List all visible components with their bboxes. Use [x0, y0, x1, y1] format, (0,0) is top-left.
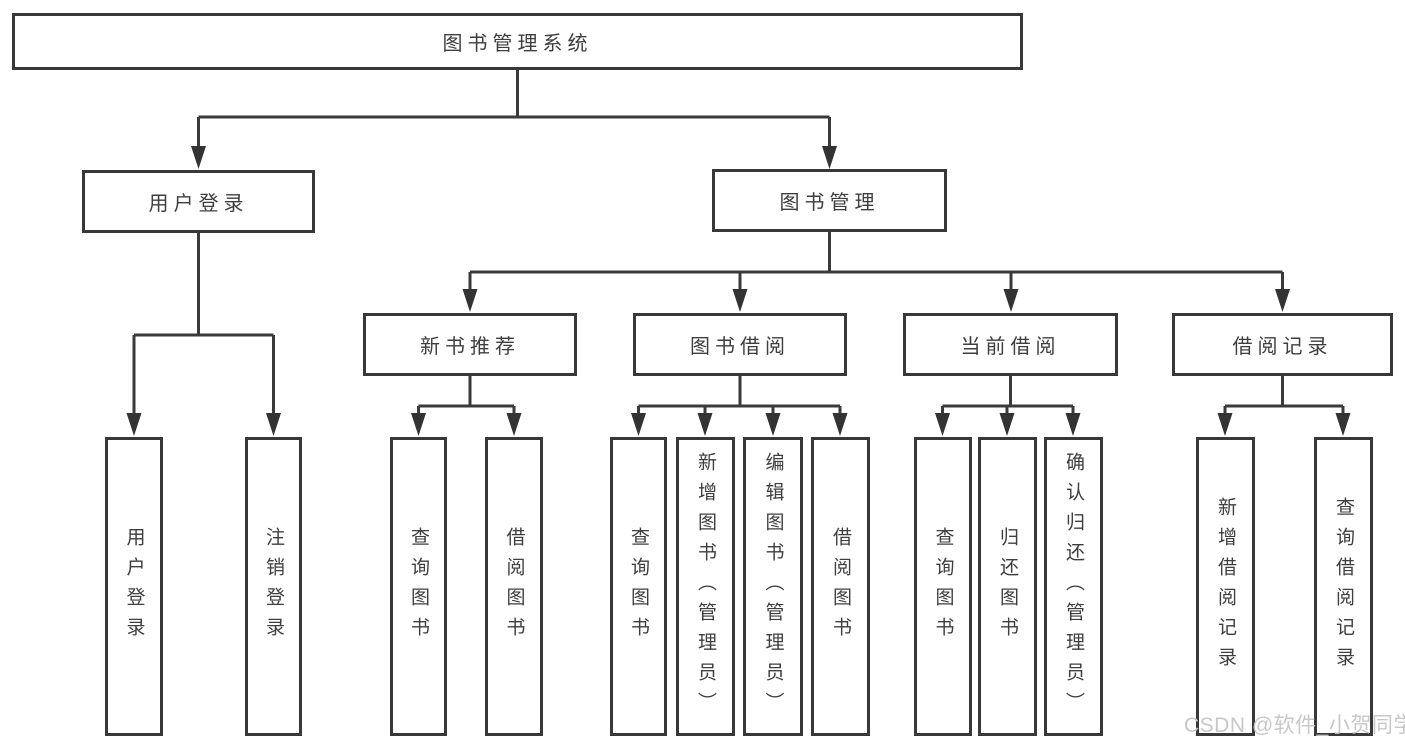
leaf-query-book-1: 查询图书 — [390, 437, 447, 736]
leaf-edit-book-label: 编辑图书（管理员） — [762, 451, 784, 722]
leaf-query-book-3-label: 查询图书 — [932, 526, 954, 647]
leaf-add-book-label: 新增图书（管理员） — [695, 451, 716, 722]
node-borrow-records-label: 借阅记录 — [1232, 336, 1333, 358]
node-user-login-label: 用户登录 — [148, 193, 249, 215]
connector-root-to-level2 — [191, 69, 837, 169]
node-book-borrow-label: 图书借阅 — [690, 336, 790, 358]
node-current-borrow-label: 当前借阅 — [960, 336, 1061, 358]
leaf-query-record: 查询借阅记录 — [1314, 437, 1373, 736]
leaf-borrow-book-1-label: 借阅图书 — [503, 526, 525, 647]
connector-new-book-rec-children — [411, 376, 522, 436]
arrowhead — [697, 413, 713, 436]
leaf-return-book-label: 归还图书 — [997, 526, 1018, 647]
arrowhead — [191, 146, 206, 169]
leaf-query-book-2-label: 查询图书 — [628, 526, 649, 647]
leaf-user-login-label: 用户登录 — [123, 526, 145, 647]
node-current-borrow: 当前借阅 — [903, 313, 1118, 376]
arrowhead — [506, 413, 522, 436]
node-root-label: 图书管理系统 — [442, 33, 593, 55]
leaf-logout-label: 注销登录 — [263, 526, 284, 647]
leaf-query-book-1-label: 查询图书 — [408, 526, 429, 647]
leaf-borrow-book-2: 借阅图书 — [811, 437, 870, 736]
leaf-return-book: 归还图书 — [978, 437, 1037, 736]
connector-user-login-children — [126, 233, 281, 436]
arrowhead — [935, 413, 950, 436]
node-root: 图书管理系统 — [12, 13, 1023, 70]
arrowhead — [631, 413, 646, 436]
node-user-login: 用户登录 — [82, 170, 315, 233]
arrowhead — [266, 413, 281, 436]
leaf-borrow-book-2-label: 借阅图书 — [830, 526, 851, 647]
arrowhead — [1217, 413, 1233, 436]
node-book-mgmt-label: 图书管理 — [779, 192, 880, 214]
csdn-watermark: CSDN @软件_小贺同学 — [1184, 714, 1405, 737]
arrowhead — [999, 413, 1015, 436]
node-new-book-rec: 新书推荐 — [363, 313, 577, 376]
arrowhead — [732, 289, 748, 312]
leaf-user-login: 用户登录 — [105, 437, 163, 736]
leaf-add-record-label: 新增借阅记录 — [1215, 496, 1236, 677]
leaf-query-record-label: 查询借阅记录 — [1333, 496, 1354, 677]
leaf-query-book-3: 查询图书 — [914, 437, 972, 736]
connector-book-mgmt-children — [462, 232, 1290, 312]
arrowhead — [765, 413, 781, 436]
leaf-add-record: 新增借阅记录 — [1196, 437, 1255, 736]
arrowhead — [1275, 289, 1290, 312]
arrowhead — [411, 413, 426, 436]
arrowhead — [822, 146, 837, 169]
arrowhead — [126, 413, 142, 436]
leaf-confirm-return: 确认归还（管理员） — [1044, 437, 1103, 736]
leaf-logout: 注销登录 — [245, 437, 302, 736]
connector-borrow-records-children — [1217, 376, 1351, 436]
leaf-borrow-book-1: 借阅图书 — [485, 437, 543, 736]
leaf-confirm-return-label: 确认归还（管理员） — [1063, 451, 1084, 722]
node-book-borrow: 图书借阅 — [633, 313, 847, 376]
arrowhead — [1003, 289, 1019, 312]
node-new-book-rec-label: 新书推荐 — [420, 336, 520, 358]
connector-book-borrow-children — [631, 376, 848, 436]
arrowhead — [462, 289, 478, 312]
leaf-query-book-2: 查询图书 — [610, 437, 667, 736]
node-borrow-records: 借阅记录 — [1172, 313, 1393, 376]
connector-current-borrow-children — [935, 376, 1081, 436]
arrowhead — [832, 413, 848, 436]
arrowhead — [1335, 413, 1351, 436]
node-book-mgmt: 图书管理 — [712, 169, 947, 232]
leaf-edit-book: 编辑图书（管理员） — [743, 437, 803, 736]
leaf-add-book: 新增图书（管理员） — [676, 437, 735, 736]
arrowhead — [1065, 413, 1081, 436]
